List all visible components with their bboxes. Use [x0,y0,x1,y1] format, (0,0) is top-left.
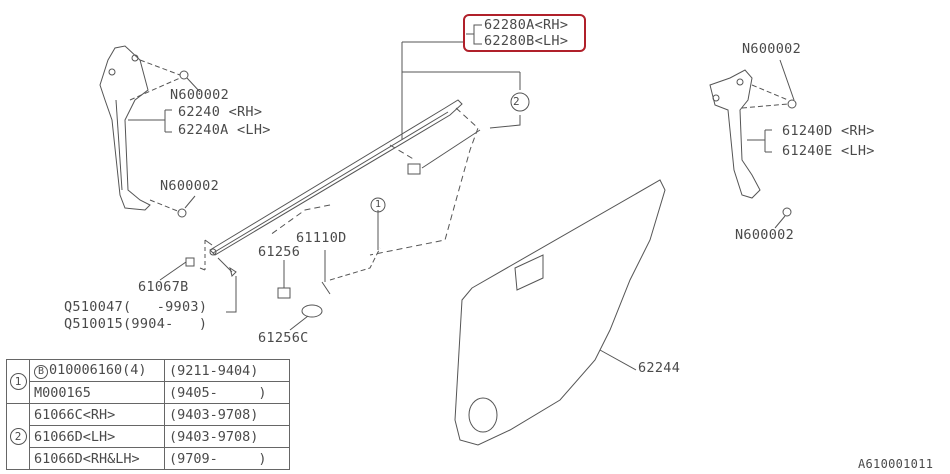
door-trim-panel [454,179,666,446]
callout-right-nut-bottom[interactable]: N600002 [735,227,794,243]
circled-number-icon: 1 [9,373,27,390]
callout-61256c[interactable]: 61256C [258,330,309,346]
range-cell: (9403-9708) [164,425,290,448]
highlighted-part-callout[interactable] [463,14,586,52]
circled-b-icon: B [34,365,48,379]
ref-2-marker: 2 [513,95,520,108]
fasteners [159,197,386,331]
callout-left-nut-bottom[interactable]: N600002 [160,178,219,194]
ref-cell: 1 [6,359,30,404]
callout-62280a[interactable]: 62280A<RH> [484,17,569,33]
ref-cell: 2 [6,403,30,470]
table-row[interactable]: 61066D<LH> (9403-9708) [7,425,290,448]
range-cell: (9709- ) [164,447,290,470]
part-cell: 61066C<RH> [29,403,165,426]
left-window-regulator [99,45,201,218]
callout-62240a[interactable]: 62240A <LH> [178,122,271,138]
diagram-code: A610001011 [858,457,934,471]
callout-q510015[interactable]: Q510015(9904- ) [64,316,208,332]
callout-62244[interactable]: 62244 [638,360,681,376]
callout-62280b[interactable]: 62280B<LH> [484,33,569,49]
bracket-icon [466,24,482,45]
callout-61067b[interactable]: 61067B [138,279,189,295]
callout-q510047[interactable]: Q510047( -9903) [64,299,208,315]
range-cell: (9211-9404) [164,359,290,382]
window-sash-strip [199,41,530,271]
part-number: 010006160(4) [49,362,147,378]
table-row[interactable]: M000165 (9405- ) [7,381,290,404]
ref-1-marker: 1 [375,199,382,210]
callout-left-nut-top[interactable]: N600002 [170,87,229,103]
callout-61240d[interactable]: 61240D <RH> [782,123,875,139]
callout-61110d[interactable]: 61110D [296,230,347,246]
right-window-regulator [709,59,797,229]
table-row[interactable]: 61066D<RH&LH> (9709- ) [7,447,290,470]
circled-number-icon: 2 [9,428,27,445]
callout-right-nut-top[interactable]: N600002 [742,41,801,57]
part-cell: 61066D<LH> [29,425,165,448]
part-cell: M000165 [29,381,165,404]
callout-62240[interactable]: 62240 <RH> [178,104,263,120]
part-cell: 61066D<RH&LH> [29,447,165,470]
callout-61256[interactable]: 61256 [258,244,301,260]
callout-61240e[interactable]: 61240E <LH> [782,143,875,159]
table-row[interactable]: 2 61066C<RH> (9403-9708) [6,403,290,470]
range-cell: (9405- ) [164,381,290,404]
range-cell: (9403-9708) [164,403,290,426]
